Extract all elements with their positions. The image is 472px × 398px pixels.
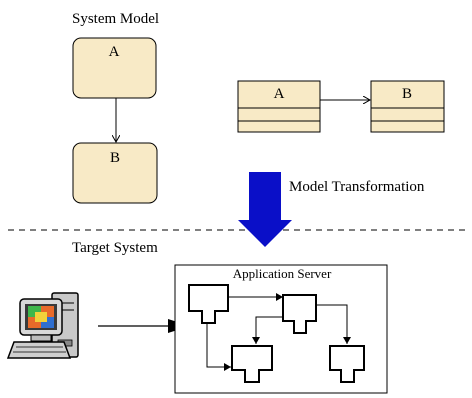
component-connectors <box>206 293 351 371</box>
system-model-title: System Model <box>72 11 159 27</box>
transformation-arrow <box>238 172 292 247</box>
target-system-title: Target System <box>72 240 158 256</box>
transformation-label: Model Transformation <box>289 179 425 195</box>
component-2 <box>282 294 317 334</box>
state-a: A <box>72 37 157 99</box>
class-b-label: B <box>402 86 412 102</box>
state-a-label: A <box>109 44 120 60</box>
component-3 <box>231 345 273 383</box>
component-1 <box>188 284 229 324</box>
client-computer-icon <box>6 292 79 359</box>
component-4 <box>329 345 365 383</box>
state-b-label: B <box>110 150 120 166</box>
class-a: A <box>237 80 321 133</box>
application-server-label: Application Server <box>233 266 332 281</box>
state-b: B <box>72 142 158 204</box>
class-a-label: A <box>274 86 285 102</box>
class-b: B <box>370 80 445 133</box>
